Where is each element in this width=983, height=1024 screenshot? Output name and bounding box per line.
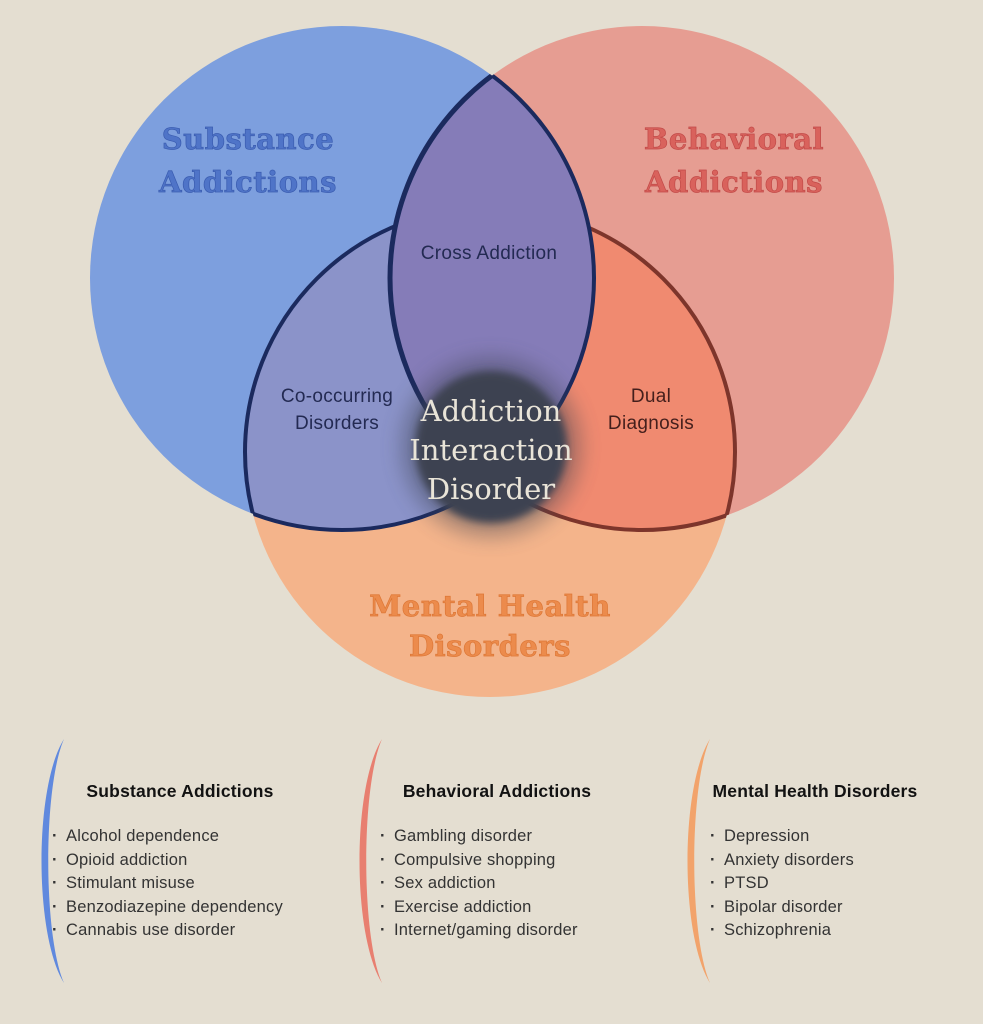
panel-heading: Behavioral Addictions <box>402 781 592 801</box>
panel-item-list: Alcohol dependence Opioid addiction Stim… <box>51 825 283 943</box>
venn-diagram <box>90 26 894 697</box>
substance-behavioral-overlap-edge <box>390 26 596 530</box>
behavioral-addictions-panel: Behavioral Addictions Gambling disorder … <box>348 737 648 987</box>
dual-diagnosis-label: Dual Diagnosis <box>607 386 695 434</box>
panel-item-list: Depression Anxiety disorders PTSD Bipola… <box>709 825 854 943</box>
center-circle <box>415 371 567 523</box>
list-item: Cannabis use disorder <box>51 919 283 943</box>
substance-addictions-panel: Substance Addictions Alcohol dependence … <box>30 737 330 987</box>
list-item: Alcohol dependence <box>51 825 283 849</box>
list-item: Bipolar disorder <box>709 896 854 920</box>
cross-addiction-label: Cross Addiction <box>420 243 558 264</box>
behavioral-bracket-icon <box>359 739 382 983</box>
list-item: Benzodiazepine dependency <box>51 896 283 920</box>
panel-item-list: Gambling disorder Compulsive shopping Se… <box>379 825 578 943</box>
list-item: Gambling disorder <box>379 825 578 849</box>
mental-bracket-icon <box>687 739 710 983</box>
list-item: Exercise addiction <box>379 896 578 920</box>
list-item: Stimulant misuse <box>51 872 283 896</box>
list-item: Compulsive shopping <box>379 849 578 873</box>
list-item: Anxiety disorders <box>709 849 854 873</box>
list-item: Sex addiction <box>379 872 578 896</box>
panel-heading: Substance Addictions <box>86 781 274 801</box>
behavioral-circle-title: Behavioral Addictions <box>643 122 825 200</box>
list-item: Schizophrenia <box>709 919 854 943</box>
list-item: Opioid addiction <box>51 849 283 873</box>
list-item: Depression <box>709 825 854 849</box>
panel-heading: Mental Health Disorders <box>712 781 918 801</box>
list-item: Internet/gaming disorder <box>379 919 578 943</box>
co-occurring-disorders-label: Co-occurring Disorders <box>280 386 394 434</box>
list-item: PTSD <box>709 872 854 896</box>
substance-bracket-icon <box>41 739 64 983</box>
substance-circle-title: Substance Addictions <box>159 122 337 200</box>
mental-health-disorders-panel: Mental Health Disorders Depression Anxie… <box>676 737 976 987</box>
addiction-interaction-disorder-label: Addiction Interaction Disorder <box>409 394 573 506</box>
mental-circle-title: Mental Health Disorders <box>369 589 611 664</box>
